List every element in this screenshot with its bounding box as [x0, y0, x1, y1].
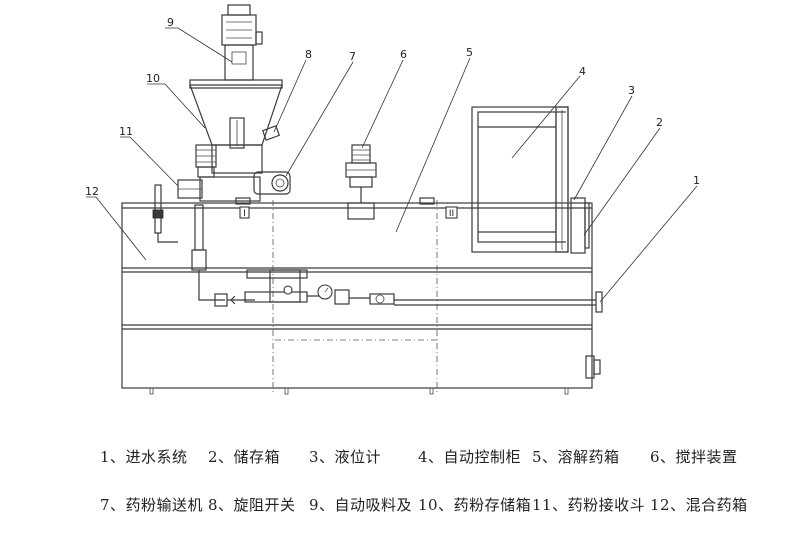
leader-4 [511, 75, 581, 159]
legend-item-1: 1、进水系统 [100, 448, 188, 466]
section-mark-2: II [449, 209, 454, 219]
leader-9 [165, 27, 233, 63]
callout-9: 9 [167, 16, 174, 29]
leader-6 [361, 59, 404, 149]
legend-item-3: 3、液位计 [309, 448, 382, 466]
callout-1: 1 [693, 174, 700, 187]
callout-2: 2 [656, 116, 663, 129]
leader-3 [573, 95, 633, 201]
legend-item-11: 11、药粉接收斗 [532, 496, 646, 514]
callout-8: 8 [305, 48, 312, 61]
leader-2 [583, 127, 661, 236]
rotary-switch [261, 125, 281, 141]
legend-item-12: 12、混合药箱 [650, 496, 748, 514]
equipment-drawing: I II [85, 4, 700, 395]
legend-item-10: 10、药粉存储箱 [418, 496, 532, 514]
leader-1 [599, 185, 698, 303]
leader-11 [120, 136, 179, 187]
legend-item-5: 5、溶解药箱 [532, 448, 620, 466]
legend-item-9: 9、自动吸料及 [309, 496, 413, 514]
callout-4: 4 [579, 65, 586, 78]
leader-10 [147, 83, 206, 129]
control-cabinet [471, 106, 569, 253]
leader-5 [395, 57, 471, 233]
callout-10: 10 [146, 72, 160, 85]
parts-legend: 1、进水系统 2、储存箱 3、液位计 4、自动控制柜 5、溶解药箱 6、搅拌装置… [0, 438, 800, 528]
water-inlet-flange [595, 291, 603, 313]
powder-conveyor [253, 171, 291, 195]
legend-item-6: 6、搅拌装置 [650, 448, 738, 466]
leader-12 [86, 196, 147, 261]
callout-7: 7 [349, 50, 356, 63]
legend-item-8: 8、旋阻开关 [208, 496, 296, 514]
legend-row-1: 1、进水系统 2、储存箱 3、液位计 4、自动控制柜 5、溶解药箱 6、搅拌装置 [0, 446, 800, 476]
tank-body [121, 202, 593, 389]
leader-8 [273, 59, 307, 133]
section-mark-1: I [243, 209, 246, 219]
auto-suction-unit [224, 44, 254, 81]
callout-12: 12 [85, 185, 99, 198]
level-gauge [570, 197, 586, 254]
callout-6: 6 [400, 48, 407, 61]
callout-5: 5 [466, 46, 473, 59]
callout-3: 3 [628, 84, 635, 97]
powder-storage-hopper [189, 84, 283, 146]
legend-item-2: 2、储存箱 [208, 448, 281, 466]
leader-7 [285, 61, 354, 177]
callout-11: 11 [119, 125, 133, 138]
legend-item-4: 4、自动控制柜 [418, 448, 522, 466]
legend-row-2: 7、药粉输送机 8、旋阻开关 9、自动吸料及 10、药粉存储箱 11、药粉接收斗… [0, 494, 800, 524]
legend-item-7: 7、药粉输送机 [100, 496, 204, 514]
